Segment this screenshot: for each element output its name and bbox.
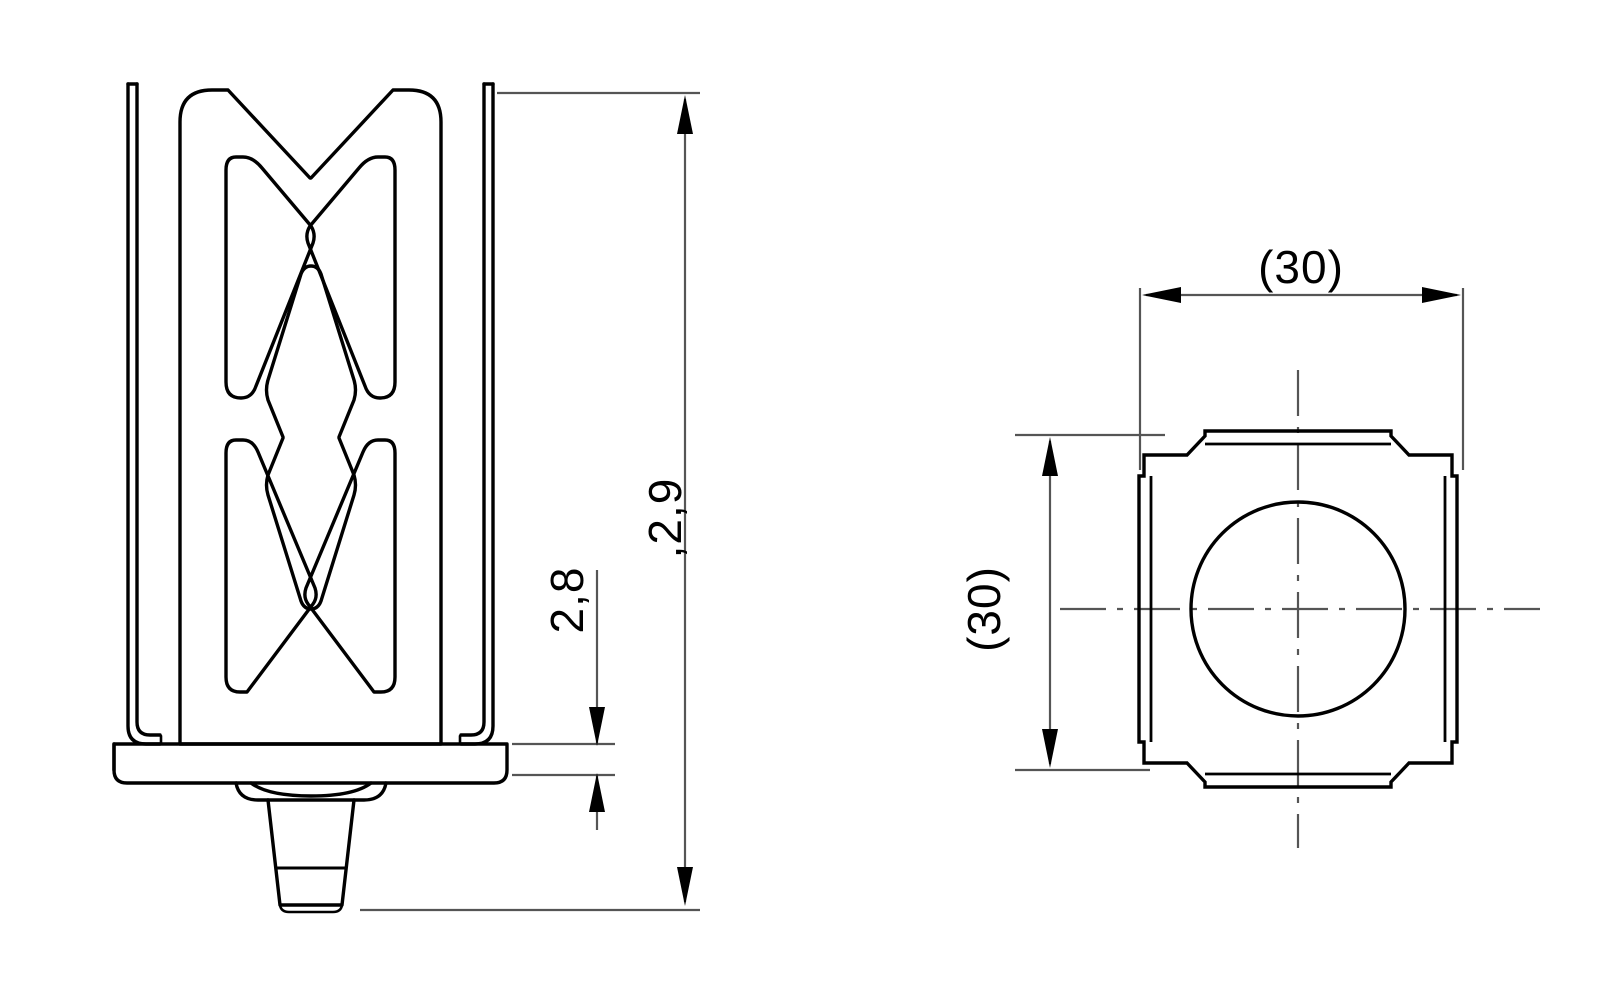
tapered-stud xyxy=(266,798,356,914)
plate-depth-arrow-top xyxy=(1042,437,1058,476)
plate-width-dimension-text: (30) xyxy=(1258,241,1344,293)
overall-height-dimension-text: ,2,9 xyxy=(639,478,691,559)
top-view-octagon-plate xyxy=(1137,429,1459,789)
front-view-dimensions xyxy=(360,91,700,912)
front-elevation-view xyxy=(112,82,509,914)
flange-thickness-dimension-text: 2,8 xyxy=(541,567,593,634)
overall-height-arrow-top xyxy=(677,95,693,134)
top-view-dimensions xyxy=(1015,288,1465,772)
plate-depth-arrow-bottom xyxy=(1042,729,1058,768)
flange-thickness-arrow-bottom xyxy=(589,773,605,812)
top-plan-view xyxy=(1137,429,1459,789)
plate-width-arrow-left xyxy=(1142,287,1181,303)
plate-width-arrow-right xyxy=(1422,287,1461,303)
lower-right-cutout xyxy=(303,438,397,694)
upper-right-cutout xyxy=(305,155,397,400)
flange-thickness-arrow-top xyxy=(589,707,605,746)
overall-height-arrow-bottom xyxy=(677,867,693,906)
top-view-arrowheads xyxy=(1042,287,1461,768)
lower-left-cutout xyxy=(224,438,318,694)
bracket-body-outline xyxy=(178,88,443,746)
upper-left-cutout xyxy=(224,155,316,400)
plate-depth-dimension-text: (30) xyxy=(958,566,1010,652)
base-flange xyxy=(112,742,509,785)
front-view-arrowheads xyxy=(589,95,693,906)
top-view-circle xyxy=(1189,500,1407,718)
flange-boss xyxy=(234,781,388,802)
